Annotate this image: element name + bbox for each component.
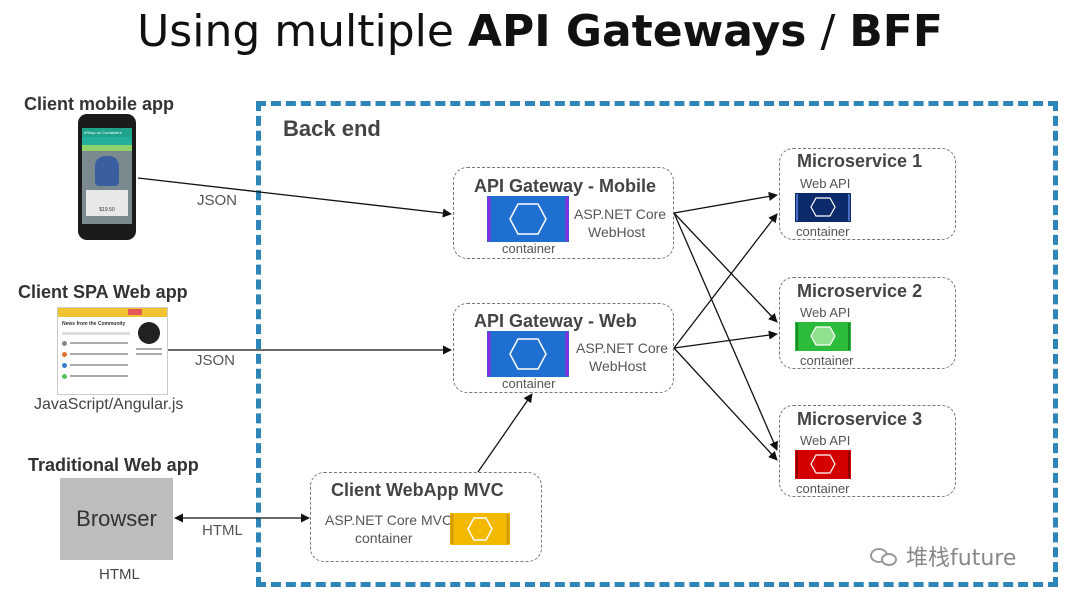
microservice-1-container: container — [796, 224, 850, 239]
api-gateway-mobile-box — [453, 167, 674, 259]
json-label-spa: JSON — [195, 352, 236, 369]
wechat-icon — [870, 546, 900, 568]
microservice-3-container-icon — [795, 450, 851, 479]
microservice-1-title: Microservice 1 — [797, 151, 923, 171]
client-webapp-mvc-container: container — [355, 530, 413, 546]
microservice-2-box — [779, 277, 956, 369]
api-gateway-web-container-icon — [487, 331, 569, 377]
microservice-3-title: Microservice 3 — [797, 409, 923, 429]
mobile-phone-image: eShop on Containers $19.50 — [78, 114, 136, 240]
arrow-mvc-to-web-gateway — [477, 393, 533, 473]
client-webapp-mvc-box — [310, 472, 542, 562]
api-gateway-web-host: WebHost — [589, 358, 647, 374]
microservice-2-api: Web API — [800, 305, 851, 320]
arrow-gwweb-ms1 — [673, 213, 778, 349]
arrow-gwmobile-ms1 — [673, 191, 778, 214]
client-spa-label: Client SPA Web app — [18, 282, 188, 302]
arrow-gwmobile-ms3 — [673, 212, 778, 451]
arrow-mobile-to-gateway — [137, 177, 452, 218]
api-gateway-mobile-host: WebHost — [588, 224, 646, 240]
page-title: Using multiple API Gateways / BFF — [137, 6, 943, 57]
api-gateway-web-box — [453, 303, 674, 393]
spa-website-image: News from the Community — [57, 307, 168, 395]
microservice-2-container: container — [800, 353, 854, 368]
client-webapp-mvc-title: Client WebApp MVC — [331, 480, 504, 500]
microservice-3-api: Web API — [800, 433, 851, 448]
client-traditional-label: Traditional Web app — [28, 455, 199, 475]
browser-box: Browser — [60, 478, 173, 560]
api-gateway-mobile-container: container — [502, 241, 556, 256]
spa-site-heading: News from the Community — [62, 321, 126, 327]
html-label: HTML — [202, 522, 243, 539]
arrow-gwmobile-ms2 — [673, 212, 778, 323]
api-gateway-web-title: API Gateway - Web — [474, 311, 637, 331]
api-gateway-mobile-container-icon — [487, 196, 569, 242]
microservice-3-box — [779, 405, 956, 497]
client-webapp-mvc-container-icon — [450, 513, 510, 545]
spa-sublabel: JavaScript/Angular.js — [34, 396, 184, 413]
api-gateway-web-tech: ASP.NET Core — [576, 340, 669, 356]
microservice-2-container-icon — [795, 322, 851, 351]
api-gateway-mobile-title: API Gateway - Mobile — [474, 176, 657, 196]
watermark: 堆栈future — [870, 540, 1016, 572]
phone-app-header: eShop on Containers — [82, 128, 132, 137]
backend-boundary — [256, 101, 1058, 587]
microservice-1-container-icon — [795, 193, 851, 222]
json-label-mobile: JSON — [197, 192, 238, 209]
arrow-gwweb-ms3 — [673, 347, 778, 461]
client-mobile-label: Client mobile app — [24, 94, 175, 114]
backend-title: Back end — [283, 116, 381, 141]
browser-sublabel: HTML — [99, 566, 140, 583]
microservice-1-box — [779, 148, 956, 240]
phone-price: $19.50 — [86, 190, 128, 216]
client-webapp-mvc-tech: ASP.NET Core MVC — [325, 512, 453, 528]
api-gateway-web-container: container — [502, 376, 556, 391]
browser-label: Browser — [76, 506, 157, 531]
microservice-3-container: container — [796, 481, 850, 496]
api-gateway-mobile-tech: ASP.NET Core — [574, 206, 667, 222]
microservice-2-title: Microservice 2 — [797, 281, 923, 301]
arrow-gwweb-ms2 — [673, 330, 778, 349]
microservice-1-api: Web API — [800, 176, 851, 191]
